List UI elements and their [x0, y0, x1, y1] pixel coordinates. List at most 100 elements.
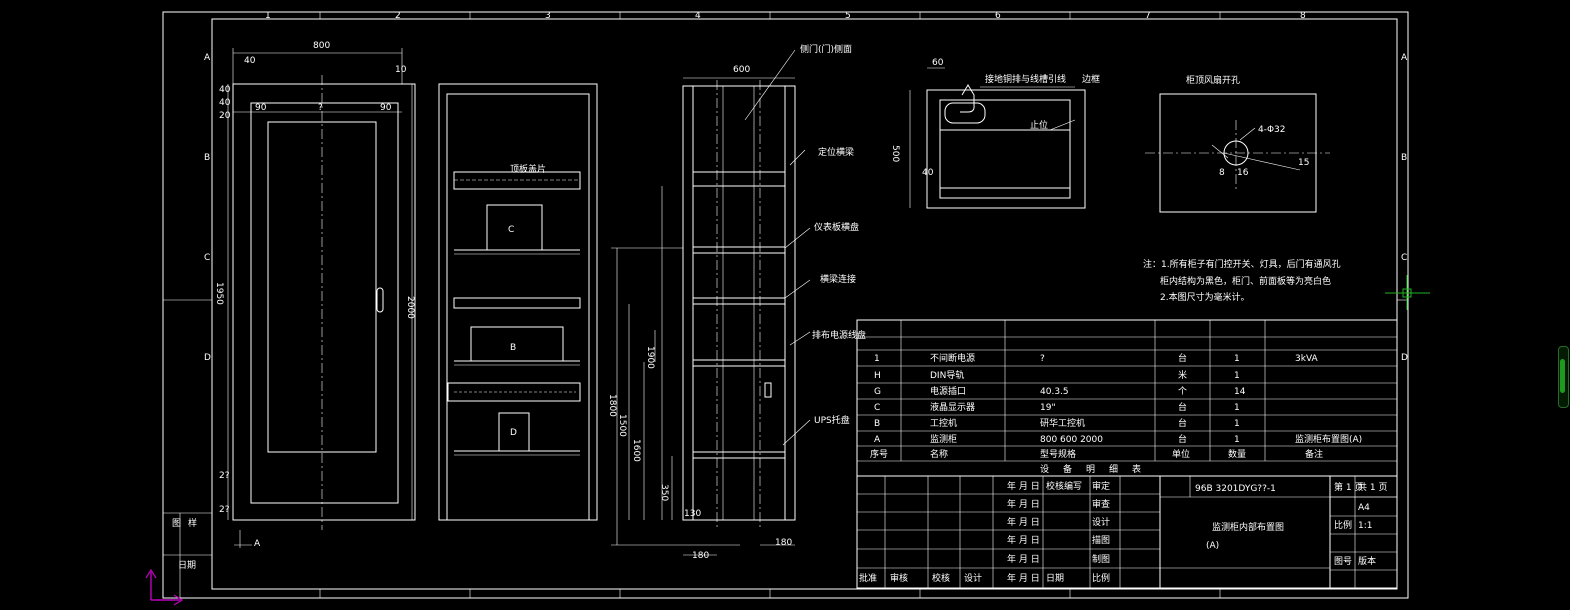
- cabinet-internal-view[interactable]: 顶板盖片 C B D: [438, 83, 598, 521]
- crosshair-cursor: [1385, 275, 1430, 310]
- front-dim-bottom-a: 2?: [219, 471, 230, 481]
- bom-row-5[interactable]: B 工控机 研华工控机 台 1: [874, 417, 1240, 429]
- right-info: 版本: [1358, 555, 1376, 567]
- note-line-3: 2.本图尺寸为毫米计。: [1160, 291, 1250, 303]
- drawing-number[interactable]: 96B 3201DYG??-1: [1195, 484, 1276, 494]
- side-dim-1900: 1900: [645, 346, 655, 369]
- front-dim-top-d: 10: [395, 65, 407, 75]
- bom-cell: A: [874, 435, 881, 445]
- bom-cell: 1: [1234, 403, 1240, 413]
- sign-col-label: 审核: [890, 572, 908, 584]
- top-section-detail[interactable]: 60 500 40 接地铜排与线槽引线 边框 止位: [890, 58, 1100, 209]
- bom-cell: C: [874, 403, 880, 413]
- side-label-shelf: 仪表板横盘: [814, 221, 859, 233]
- frame-left-label-3: 日期: [178, 560, 196, 571]
- bom-cell: 台: [1178, 401, 1187, 413]
- drawing-title[interactable]: 监测柜内部布置图: [1212, 521, 1284, 533]
- internal-label-shelf: 顶板盖片: [510, 163, 546, 175]
- sign-row-date: 年 月 日: [1007, 534, 1040, 546]
- zone-side-d: D: [204, 353, 211, 363]
- vent-dim-16: 16: [1237, 168, 1249, 178]
- side-label-top: 侧门(门)侧面: [800, 43, 852, 55]
- side-dim-bottom-left: 180: [692, 551, 709, 561]
- zone-top-7: 7: [1145, 11, 1151, 21]
- page-info: 共 1 页: [1358, 482, 1387, 493]
- bom-cell: 台: [1178, 433, 1187, 445]
- side-dim-130: 130: [684, 509, 701, 519]
- zone-top-6: 6: [995, 11, 1001, 21]
- side-dim-350: 350: [659, 484, 669, 501]
- side-label-beam: 定位横梁: [818, 146, 854, 158]
- zone-top-8: 8: [1300, 11, 1306, 21]
- right-info: A4: [1358, 503, 1370, 513]
- bom-cell: 40.3.5: [1040, 387, 1069, 397]
- ucs-axis-icon: [145, 568, 184, 606]
- page-info: 比例: [1334, 519, 1352, 531]
- sign-row-date: 年 月 日: [1007, 498, 1040, 510]
- front-dim-side-left: 90: [255, 103, 267, 113]
- front-dim-top-c: 40: [219, 98, 231, 108]
- page-info: 图号: [1334, 556, 1352, 567]
- section-marker-a: A: [254, 539, 261, 549]
- bom-table[interactable]: 1 不间断电源 ? 台 1 3kVA H DIN导轨 米 1 G 电源插口 40…: [856, 319, 1398, 477]
- bom-cell: DIN导轨: [930, 369, 964, 381]
- bom-cell: 监测柜布置图(A): [1295, 433, 1362, 445]
- bom-cell: 1: [1234, 354, 1240, 364]
- top-label-edge: 边框: [1082, 73, 1100, 85]
- side-dim-bottom-right: 180: [775, 538, 792, 548]
- side-dim-width: 600: [733, 65, 750, 75]
- bom-cell: 14: [1234, 387, 1246, 397]
- bom-row-1[interactable]: 1 不间断电源 ? 台 1 3kVA: [874, 352, 1319, 364]
- bom-cell: 米: [1178, 369, 1187, 381]
- bom-row-6[interactable]: A 监测柜 800 600 2000 台 1 监测柜布置图(A): [874, 433, 1362, 445]
- bom-cell: 3kVA: [1295, 354, 1319, 364]
- mid-label: 设计: [1092, 516, 1110, 528]
- side-dim-1600: 1600: [631, 439, 641, 462]
- title-block[interactable]: 年 月 日 年 月 日 年 月 日 年 月 日 年 月 日 年 月 日 批准 审…: [856, 475, 1398, 589]
- cabinet-side-view[interactable]: 600 1800 1500 1600 1900 350 130 180 180 …: [607, 43, 866, 561]
- bom-cell: 台: [1178, 417, 1187, 429]
- bom-cell: 工控机: [930, 417, 957, 429]
- bom-header: 序号 名称 型号规格 单位 数量 备注: [870, 448, 1323, 460]
- sign-col-label: 日期: [1046, 573, 1064, 584]
- bom-cell: 电源插口: [930, 385, 966, 397]
- bom-cell: 台: [1178, 352, 1187, 364]
- bom-cell: 800 600 2000: [1040, 435, 1103, 445]
- note-line-1: 注：1.所有柜子有门控开关、灯具，后门有通风孔: [1143, 258, 1341, 270]
- bom-row-3[interactable]: G 电源插口 40.3.5 个 14: [874, 385, 1246, 397]
- zone-top-4: 4: [695, 11, 701, 21]
- scrollbar-thumb[interactable]: [1560, 359, 1565, 393]
- bom-row-4[interactable]: C 液晶显示器 19" 台 1: [874, 401, 1240, 413]
- sign-row-date: 年 月 日: [1007, 480, 1040, 492]
- bom-header-cell: 单位: [1172, 448, 1190, 460]
- mid-label: 校核编写: [1046, 480, 1082, 492]
- box-c-label: C: [508, 225, 514, 235]
- bom-cell: H: [874, 371, 881, 381]
- bom-row-2[interactable]: H DIN导轨 米 1: [874, 369, 1240, 381]
- vertical-scrollbar[interactable]: [1558, 346, 1569, 408]
- box-d-label: D: [510, 428, 517, 438]
- top-dim-60: 60: [932, 58, 944, 68]
- zone-top-1: 1: [265, 11, 271, 21]
- vent-title: 柜顶风扇开孔: [1186, 74, 1240, 86]
- front-dim-top-a: 40: [244, 56, 256, 66]
- bom-cell: 1: [1234, 435, 1240, 445]
- cabinet-front-view[interactable]: 800 90 ? 90 40 10 40 40 20 1950 2000 2? …: [214, 41, 416, 549]
- mid-label: 审查: [1092, 498, 1110, 510]
- bom-header-cell: 型号规格: [1040, 448, 1076, 460]
- vent-hole-detail[interactable]: 柜顶风扇开孔 4-Φ32 15 8 16: [1145, 74, 1330, 213]
- sign-col-label: 批准: [859, 572, 877, 584]
- zone-top-2: 2: [395, 11, 401, 21]
- right-info: 1:1: [1358, 521, 1372, 531]
- bom-header-cell: 序号: [870, 448, 888, 460]
- front-dim-height-right: 2000: [405, 296, 415, 319]
- front-dim-top-e: 20: [219, 111, 231, 121]
- front-dim-height: 1950: [214, 282, 224, 305]
- zone-side-b-right: B: [1401, 153, 1407, 163]
- bom-cell: 1: [874, 354, 880, 364]
- front-dim-bottom-b: 2?: [219, 505, 230, 515]
- zone-side-b: B: [204, 153, 210, 163]
- bom-cell: 个: [1178, 386, 1187, 397]
- sign-row-date: 年 月 日: [1007, 572, 1040, 584]
